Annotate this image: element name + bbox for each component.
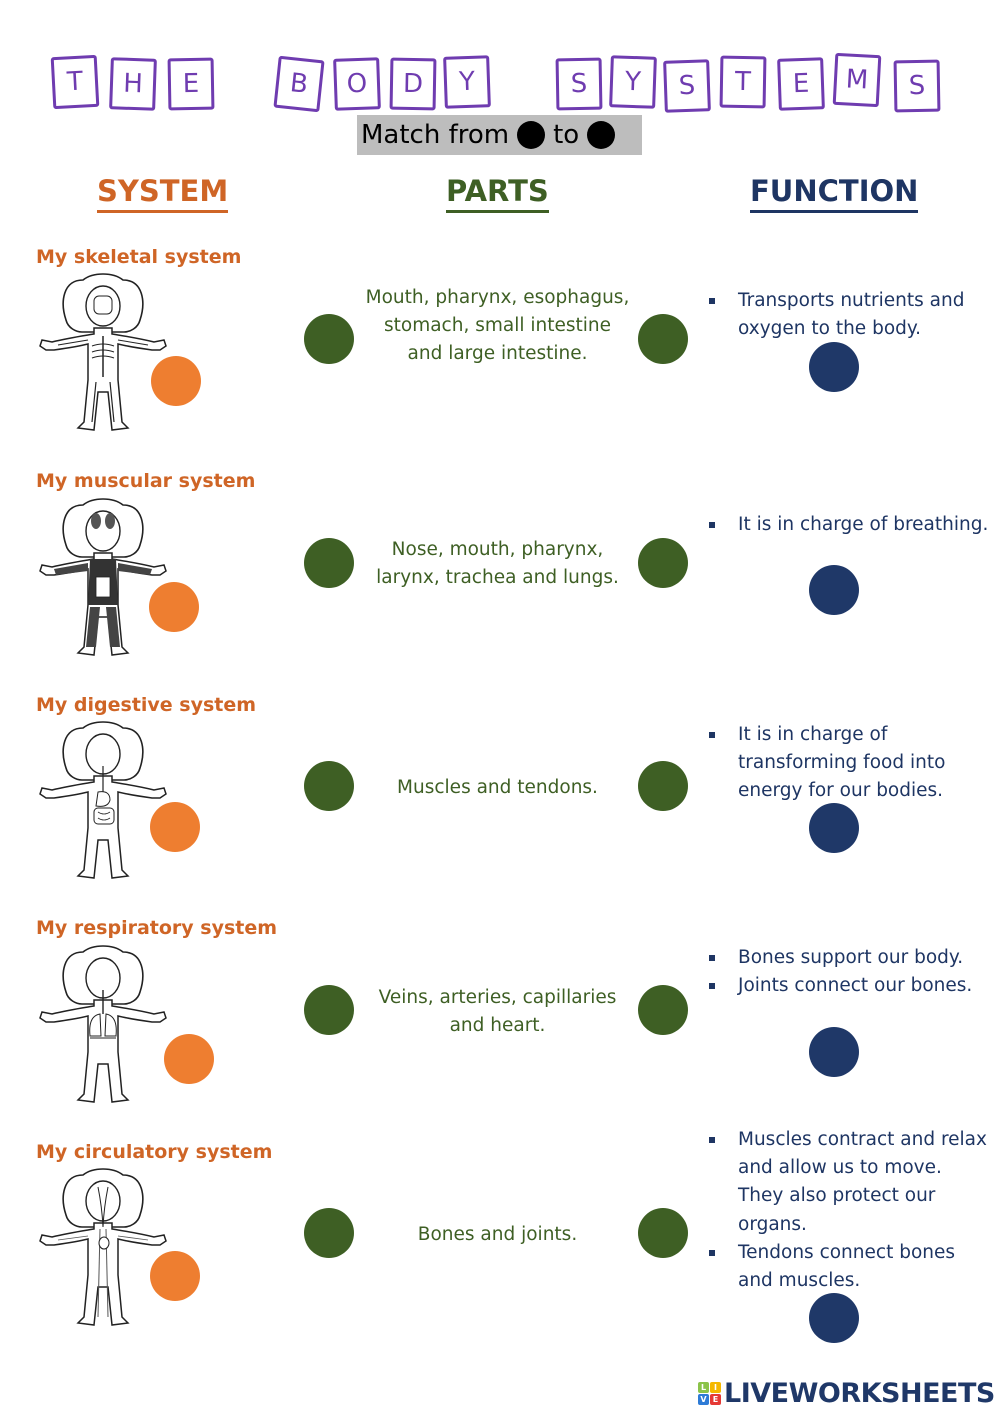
logo-letter: I bbox=[710, 1381, 721, 1393]
instruction-banner: Match from to bbox=[357, 115, 642, 155]
function-item: Muscles contract and relax and allow us … bbox=[705, 1126, 990, 1239]
square-bullet-icon bbox=[709, 522, 715, 528]
system-label-circulatory: My circulatory system bbox=[36, 1141, 273, 1163]
function-item: Tendons connect bones and muscles. bbox=[705, 1239, 990, 1295]
parts-left-match-dot[interactable] bbox=[304, 1208, 354, 1258]
system-match-dot[interactable] bbox=[151, 356, 201, 406]
column-header-parts: PARTS bbox=[446, 174, 549, 213]
parts-right-match-dot[interactable] bbox=[638, 1208, 688, 1258]
respiratory-figure-icon bbox=[39, 945, 167, 1103]
system-label-muscular: My muscular system bbox=[36, 470, 256, 492]
function-match-dot[interactable] bbox=[809, 565, 859, 615]
function-item: Transports nutrients and oxygen to the b… bbox=[705, 287, 990, 343]
parts-text: Bones and joints. bbox=[417, 1224, 578, 1245]
digestive-figure-icon bbox=[39, 721, 167, 879]
title-tile: M bbox=[832, 52, 882, 108]
system-label-respiratory: My respiratory system bbox=[36, 917, 278, 939]
column-header-function: FUNCTION bbox=[750, 174, 919, 213]
function-text: Bones support our body. bbox=[738, 947, 964, 968]
parts-left-match-dot[interactable] bbox=[304, 985, 354, 1035]
title-tile: H bbox=[109, 57, 157, 111]
title-tile: E bbox=[167, 57, 215, 111]
parts-right-match-dot[interactable] bbox=[638, 538, 688, 588]
title-tile: E bbox=[777, 57, 825, 111]
function-text: Joints connect our bones. bbox=[738, 975, 973, 997]
parts-right-match-dot[interactable] bbox=[638, 314, 688, 364]
function-match-dot[interactable] bbox=[809, 1027, 859, 1077]
square-bullet-icon bbox=[709, 1249, 715, 1256]
title-tile: S bbox=[663, 59, 711, 113]
function-text: It is in charge of transforming food int… bbox=[738, 724, 946, 802]
logo-letter: L bbox=[698, 1381, 709, 1393]
title-tile: Y bbox=[609, 55, 657, 109]
function-item: It is in charge of transforming food int… bbox=[705, 721, 990, 806]
square-bullet-icon bbox=[709, 732, 715, 738]
instruction-text: Match from bbox=[361, 120, 510, 150]
function-match-dot[interactable] bbox=[809, 1293, 859, 1343]
title-tile: O bbox=[333, 57, 381, 111]
function-block: Muscles contract and relax and allow us … bbox=[705, 1126, 990, 1295]
system-match-dot[interactable] bbox=[150, 802, 200, 852]
liveworksheets-logo: L I V E LIVEWORKSHEETS bbox=[698, 1377, 995, 1409]
system-label-skeletal: My skeletal system bbox=[36, 246, 242, 268]
parts-text: Mouth, pharynx, esophagus, stomach, smal… bbox=[365, 287, 630, 364]
black-circle-icon bbox=[517, 121, 546, 149]
function-item: Bones support our body. bbox=[705, 944, 990, 972]
function-text: Tendons connect bones and muscles. bbox=[738, 1241, 956, 1292]
square-bullet-icon bbox=[709, 983, 715, 990]
title-tile: Y bbox=[443, 55, 491, 109]
system-match-dot[interactable] bbox=[149, 582, 199, 632]
title-tile: D bbox=[389, 57, 437, 111]
parts-right-match-dot[interactable] bbox=[638, 761, 688, 811]
function-text: It is in charge of breathing. bbox=[738, 514, 989, 535]
function-block: Transports nutrients and oxygen to the b… bbox=[705, 287, 990, 343]
logo-letter: E bbox=[710, 1393, 721, 1405]
function-block: It is in charge of breathing. bbox=[705, 511, 990, 539]
system-match-dot[interactable] bbox=[150, 1251, 200, 1301]
instruction-text: to bbox=[553, 120, 580, 150]
system-match-dot[interactable] bbox=[164, 1034, 214, 1084]
parts-left-match-dot[interactable] bbox=[304, 538, 354, 588]
muscle-figure-icon bbox=[39, 498, 167, 656]
title-tile: T bbox=[719, 55, 767, 109]
parts-right-match-dot[interactable] bbox=[638, 985, 688, 1035]
function-match-dot[interactable] bbox=[809, 342, 859, 392]
parts-left-match-dot[interactable] bbox=[304, 761, 354, 811]
square-bullet-icon bbox=[709, 298, 715, 304]
function-text: Muscles contract and relax and allow us … bbox=[738, 1129, 987, 1235]
function-item: It is in charge of breathing. bbox=[705, 511, 990, 539]
page-title: T H E B O D Y S Y S T E M S bbox=[0, 52, 1000, 113]
title-tile: T bbox=[50, 54, 100, 110]
function-text: Transports nutrients and oxygen to the b… bbox=[738, 290, 965, 340]
black-circle-icon bbox=[587, 121, 616, 149]
logo-grid-icon: L I V E bbox=[698, 1381, 721, 1405]
title-tile: S bbox=[555, 57, 603, 111]
parts-text: Nose, mouth, pharynx, larynx, trachea an… bbox=[376, 539, 619, 588]
logo-text: LIVEWORKSHEETS bbox=[724, 1377, 995, 1409]
function-block: Bones support our body. Joints connect o… bbox=[705, 944, 990, 1000]
parts-left-match-dot[interactable] bbox=[304, 314, 354, 364]
square-bullet-icon bbox=[709, 955, 715, 961]
title-tile: B bbox=[273, 55, 325, 113]
logo-letter: V bbox=[698, 1393, 709, 1405]
function-match-dot[interactable] bbox=[809, 803, 859, 853]
square-bullet-icon bbox=[709, 1137, 715, 1143]
parts-text: Muscles and tendons. bbox=[397, 777, 598, 798]
function-item: Joints connect our bones. bbox=[705, 972, 990, 1000]
skeleton-figure-icon bbox=[39, 273, 167, 431]
circulatory-figure-icon bbox=[39, 1168, 167, 1326]
parts-text: Veins, arteries, capillaries and heart. bbox=[378, 987, 617, 1036]
title-tile: S bbox=[893, 59, 941, 113]
column-header-system: SYSTEM bbox=[97, 174, 229, 213]
system-label-digestive: My digestive system bbox=[36, 694, 257, 716]
function-block: It is in charge of transforming food int… bbox=[705, 721, 990, 806]
